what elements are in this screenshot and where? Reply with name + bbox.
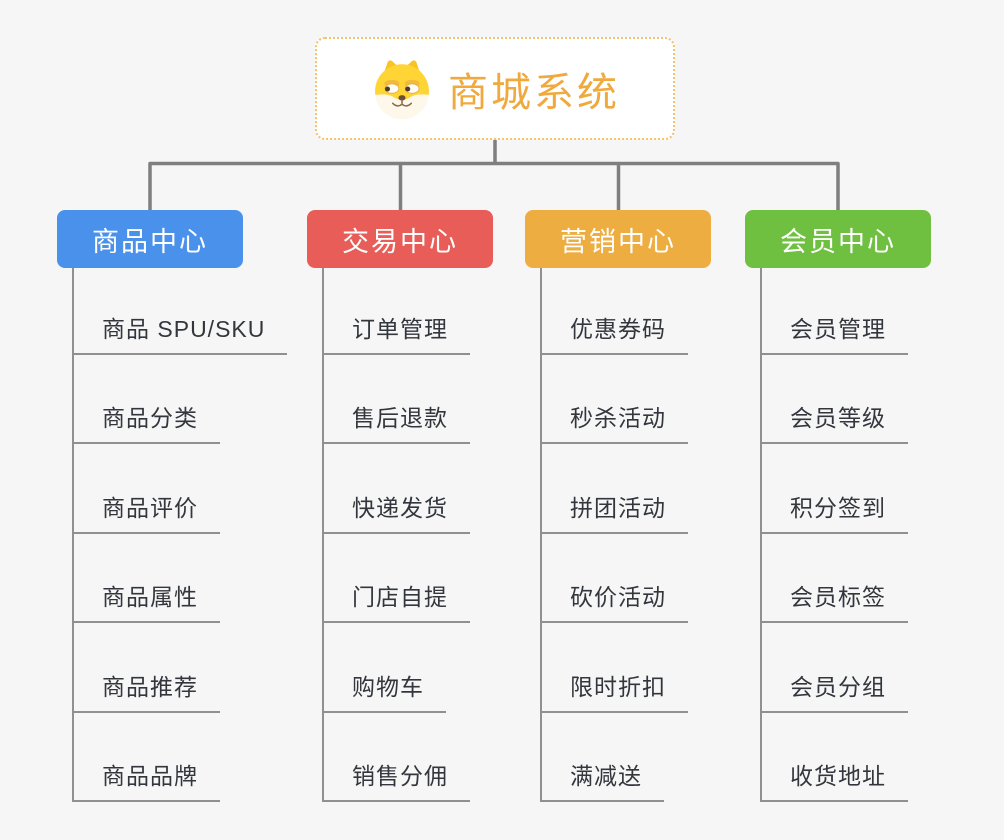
leaf-node[interactable]: 商品 SPU/SKU xyxy=(72,312,288,355)
leaf-node[interactable]: 快递发货 xyxy=(322,491,470,534)
leaf-node[interactable]: 会员分组 xyxy=(760,670,908,713)
branch-node[interactable]: 商品中心 xyxy=(57,210,243,268)
branch-spine-line xyxy=(540,268,542,802)
leaf-node[interactable]: 销售分佣 xyxy=(322,759,470,802)
leaf-node[interactable]: 砍价活动 xyxy=(540,580,688,624)
leaf-node[interactable]: 售后退款 xyxy=(322,401,470,445)
leaf-node[interactable]: 限时折扣 xyxy=(540,670,688,713)
leaf-node[interactable]: 购物车 xyxy=(322,670,446,713)
branch-node[interactable]: 会员中心 xyxy=(745,210,931,268)
leaf-node[interactable]: 订单管理 xyxy=(322,312,470,355)
leaf-node[interactable]: 收货地址 xyxy=(760,759,908,802)
leaf-node[interactable]: 会员管理 xyxy=(760,312,908,355)
branch-spine-line xyxy=(72,268,74,802)
root-node[interactable]: 商城系统 xyxy=(315,37,675,140)
leaf-node[interactable]: 优惠券码 xyxy=(540,312,688,355)
leaf-node[interactable]: 积分签到 xyxy=(760,491,908,534)
branch-node[interactable]: 交易中心 xyxy=(307,210,493,268)
leaf-node[interactable]: 秒杀活动 xyxy=(540,401,688,445)
leaf-node[interactable]: 满减送 xyxy=(540,759,664,802)
leaf-node[interactable]: 商品评价 xyxy=(72,491,220,534)
doge-icon xyxy=(375,59,429,119)
leaf-node[interactable]: 拼团活动 xyxy=(540,491,688,534)
leaf-node[interactable]: 会员等级 xyxy=(760,401,908,445)
root-title: 商城系统 xyxy=(448,70,620,115)
branch-spine-line xyxy=(322,268,324,802)
leaf-node[interactable]: 商品属性 xyxy=(72,580,220,624)
leaf-node[interactable]: 商品推荐 xyxy=(72,670,220,713)
leaf-node[interactable]: 会员标签 xyxy=(760,580,908,624)
leaf-node[interactable]: 商品品牌 xyxy=(72,759,220,802)
leaf-node[interactable]: 商品分类 xyxy=(72,401,220,445)
branch-spine-line xyxy=(760,268,762,802)
branch-node[interactable]: 营销中心 xyxy=(525,210,711,268)
leaf-node[interactable]: 门店自提 xyxy=(322,580,470,624)
